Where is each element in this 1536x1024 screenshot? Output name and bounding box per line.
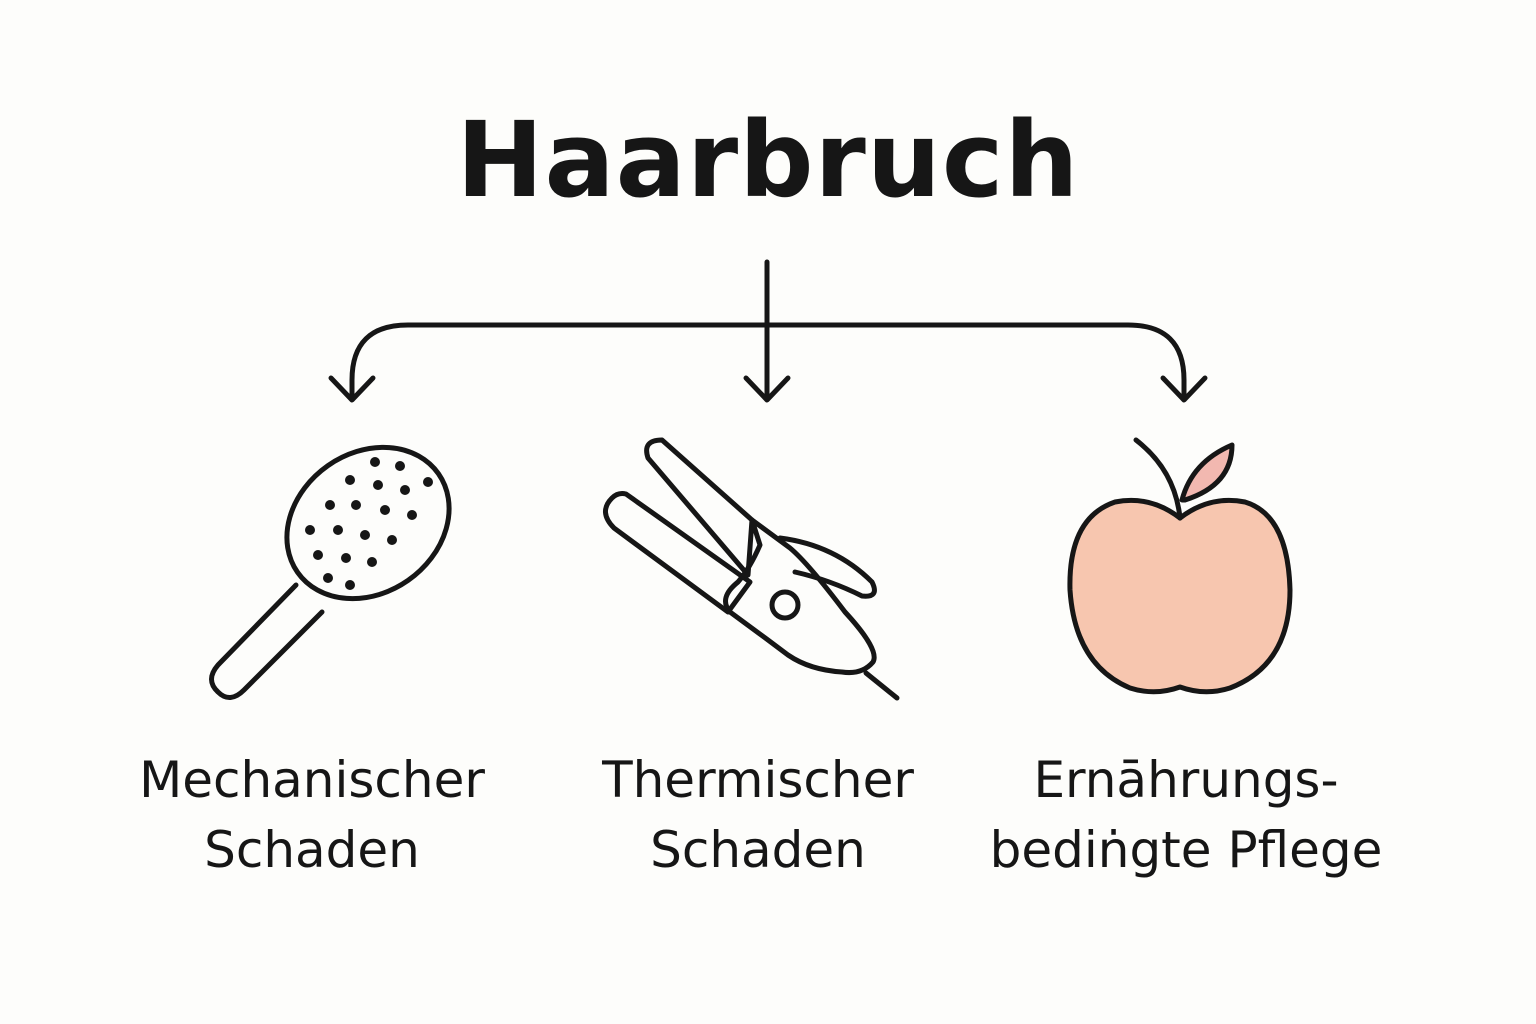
branch-label-thermal: Thermischer Schaden — [538, 745, 978, 885]
branch-connector — [328, 259, 1208, 403]
label-line: Ernāhrungs- — [1033, 751, 1339, 809]
right-arrowhead — [1160, 375, 1208, 403]
label-line: Mechanischer — [139, 751, 485, 809]
hair-straightener-icon — [603, 437, 900, 701]
label-line: Schaden — [204, 821, 420, 879]
label-line: Schaden — [650, 821, 866, 879]
label-line: bediṅgte Pflege — [989, 821, 1383, 879]
diagram-title: Haarbruch — [456, 99, 1080, 221]
branch-label-mechanical: Mechanischer Schaden — [92, 745, 532, 885]
branch-label-nutrition: Ernāhrungs- bediṅgte Pflege — [966, 745, 1406, 885]
hairbrush-icon — [209, 444, 452, 700]
center-arrowhead — [743, 375, 791, 403]
left-arrowhead — [328, 375, 376, 403]
label-line: Thermischer — [602, 751, 914, 809]
horizontal-line — [349, 322, 1187, 401]
apple-icon — [1067, 437, 1293, 695]
